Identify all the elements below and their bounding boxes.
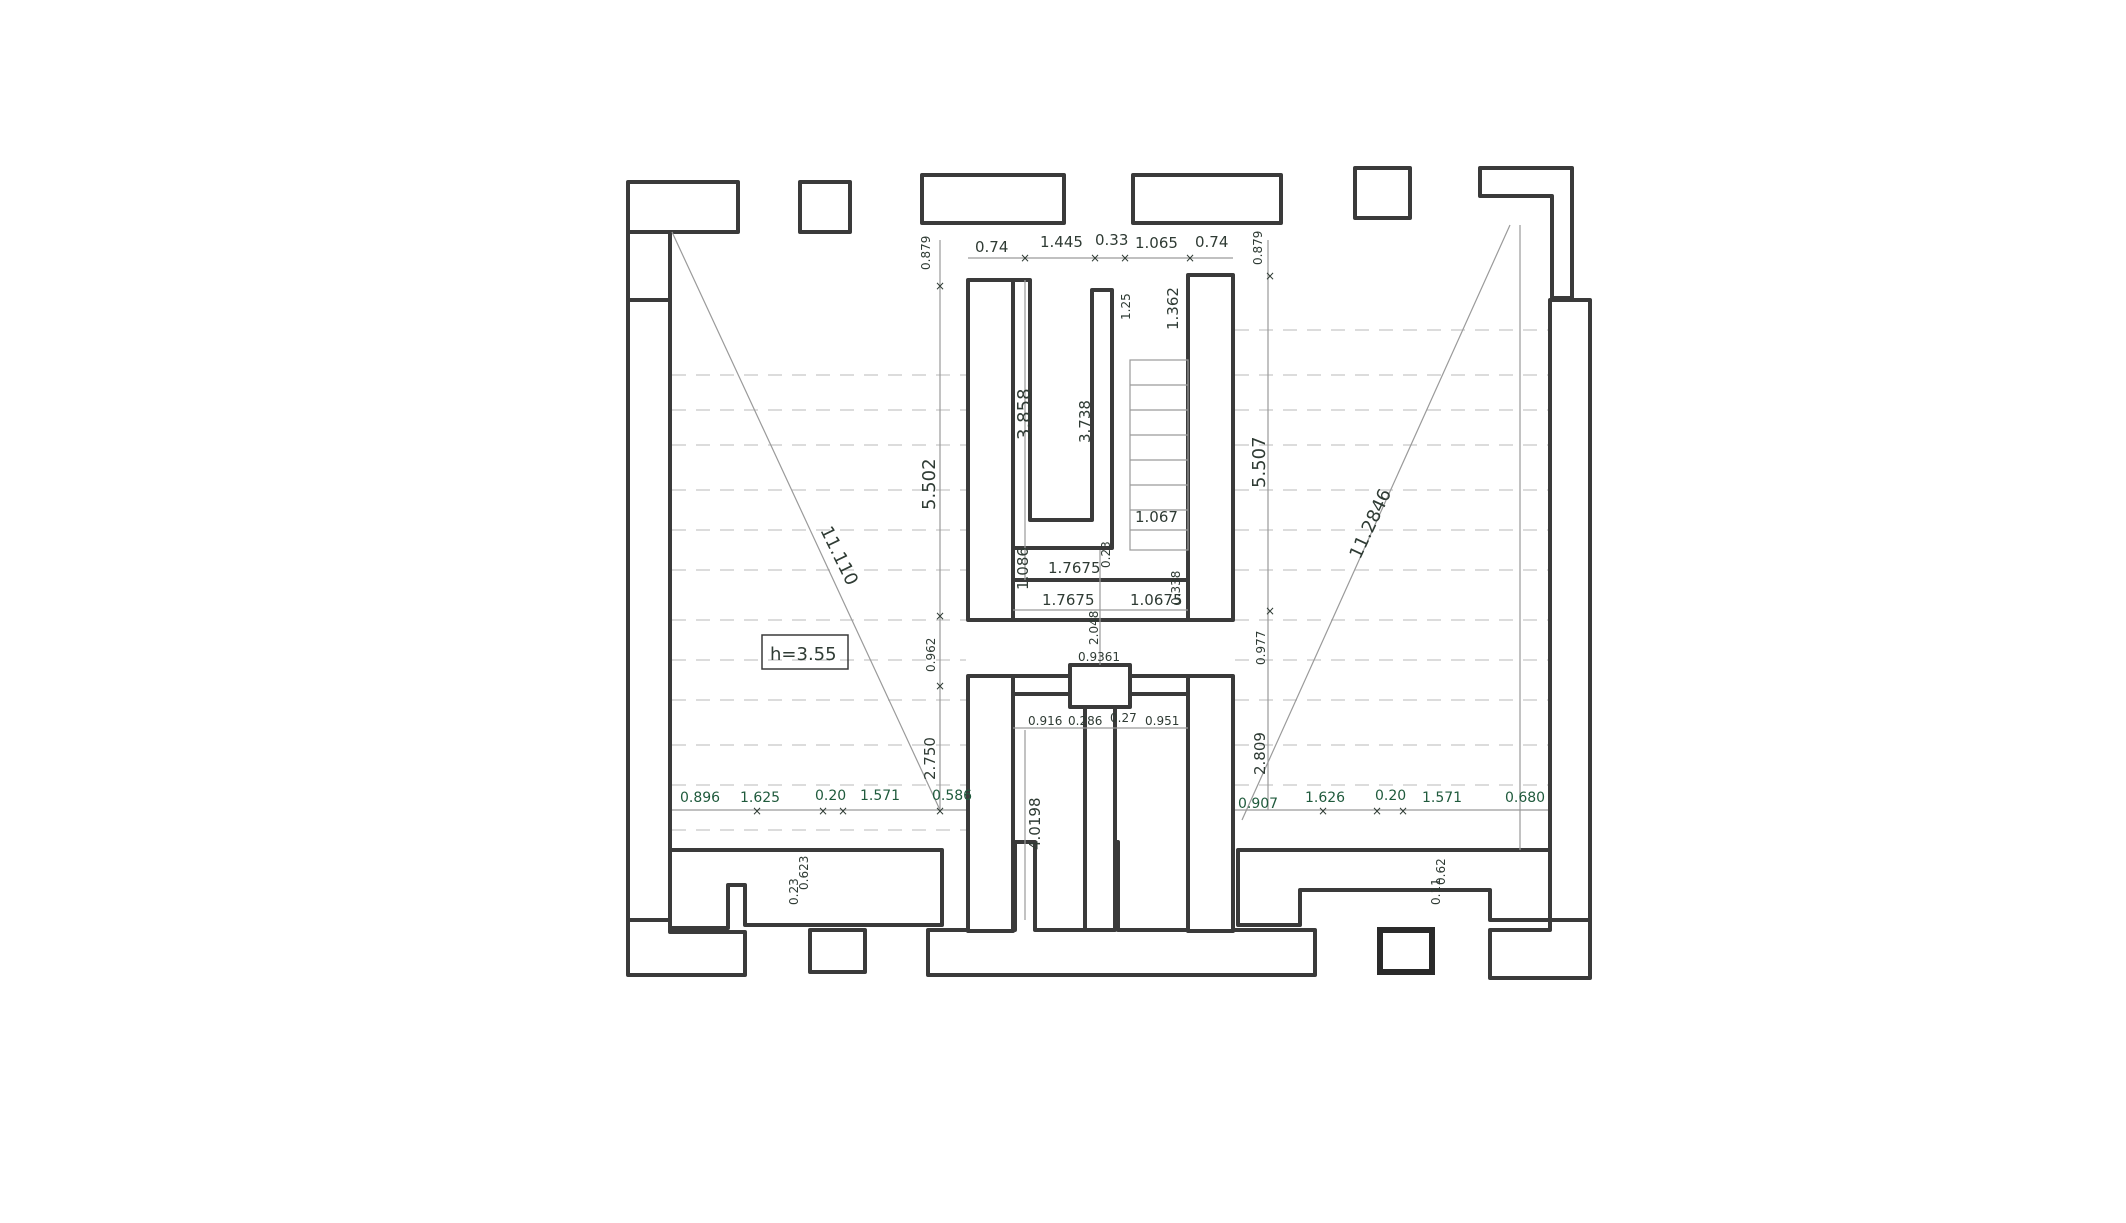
height-label: h=3.55: [770, 644, 837, 665]
core-column: [1068, 663, 1132, 709]
wall-corner-top-right: [1478, 166, 1574, 300]
dim-top-side-left: 0.879: [919, 236, 933, 270]
svg-text:×: ×: [752, 804, 762, 818]
dim-bottom-right-5: 0.680: [1505, 790, 1545, 806]
svg-text:×: ×: [935, 609, 945, 623]
diagonal-right: [1241, 224, 1511, 821]
window-sill-right: [1236, 848, 1552, 927]
window-sill-left: [668, 848, 944, 930]
column-top-left: [798, 180, 852, 234]
dim-top-2: 1.445: [1040, 233, 1083, 251]
svg-text:×: ×: [1020, 251, 1030, 265]
dim-core-10675: 1.0675: [1130, 591, 1183, 609]
dim-top-side-right: 0.879: [1251, 231, 1265, 265]
dim-bottom-right-2: 1.626: [1305, 790, 1345, 806]
wall-block-top-left: [626, 180, 740, 234]
dim-core-023: 0.23: [1099, 541, 1113, 568]
wall-stub-top-left: [626, 230, 672, 304]
dim-lower-core-3: 0.27: [1110, 711, 1137, 725]
dim-bottom-left-2: 1.625: [740, 790, 780, 806]
dimension-ticks: × × × × × × × × × × × × × × × ×: [752, 251, 1408, 818]
dim-window-left-2: 0.23: [787, 878, 801, 905]
svg-text:×: ×: [1265, 604, 1275, 618]
dim-core-3738: 3.738: [1076, 400, 1094, 443]
wall-block-top-center-right: [1131, 173, 1283, 225]
stair-flight: [1129, 359, 1189, 551]
dim-bottom-right-4: 1.571: [1422, 790, 1462, 806]
dim-core-1362: 1.362: [1164, 287, 1182, 330]
dim-core-3858: 3.858: [1014, 388, 1035, 440]
diagonal-left: [671, 231, 941, 811]
dim-lower-core-1: 0.916: [1028, 714, 1062, 728]
svg-text:×: ×: [1265, 269, 1275, 283]
core-wall-right-upper: [1186, 273, 1235, 622]
dim-bottom-right-3: 0.20: [1375, 788, 1406, 804]
dim-bottom-left-3: 0.20: [815, 788, 846, 804]
svg-text:×: ×: [818, 804, 828, 818]
core-slot-lower: [1083, 705, 1117, 932]
height-label-box: [761, 634, 849, 670]
svg-text:×: ×: [1318, 804, 1328, 818]
svg-text:×: ×: [935, 804, 945, 818]
dim-window-right-1: 0.62: [1434, 858, 1448, 885]
dim-left-mid: 0.962: [924, 638, 938, 672]
dim-window-left-1: 0.623: [797, 856, 811, 890]
floor-dashes-right: [1235, 329, 1548, 786]
wall-right: [1548, 298, 1592, 922]
core-wall-right-lower: [1186, 674, 1235, 933]
wall-block-top-center-left: [920, 173, 1066, 225]
dim-core-1086: 1.086: [1014, 547, 1032, 590]
dim-bottom-left-4: 1.571: [860, 788, 900, 804]
dim-core-17675b: 1.7675: [1042, 591, 1095, 609]
core-shaft-inner: [1011, 278, 1114, 550]
dim-core-125: 1.25: [1119, 293, 1133, 320]
dim-top-3: 0.33: [1095, 231, 1128, 249]
dim-top-5: 0.74: [1195, 233, 1228, 251]
dim-left-vertical: 5.502: [919, 458, 940, 510]
dim-core-1067: 1.067: [1135, 508, 1178, 526]
dim-bottom-left-1: 0.896: [680, 790, 720, 806]
dim-right-lower-vertical: 2.809: [1251, 732, 1269, 775]
floor-dashes-left: [672, 374, 966, 831]
dim-right-vertical: 5.507: [1249, 436, 1270, 488]
core-wall-left-upper: [966, 278, 1015, 622]
wall-corner-bottom-right: [1488, 918, 1592, 980]
dim-bottom-left-5: 0.586: [932, 788, 972, 804]
dim-right-mid: 0.977: [1254, 631, 1268, 665]
dim-bottom-right-1: 0.907: [1238, 796, 1278, 812]
stair-treads: [1130, 384, 1188, 531]
dim-top-4: 1.065: [1135, 234, 1178, 252]
svg-text:×: ×: [1120, 251, 1130, 265]
dim-lower-core-4: 0.951: [1145, 714, 1179, 728]
dim-right-diagonal: 11.2846: [1345, 486, 1395, 562]
svg-text:×: ×: [935, 679, 945, 693]
dim-core-09361: 0.9361: [1078, 650, 1120, 664]
dim-core-2048: 2.048: [1087, 611, 1101, 645]
column-top-right: [1353, 166, 1412, 220]
dim-top-1: 0.74: [975, 238, 1008, 256]
dim-window-right-2: 0.11: [1429, 878, 1443, 905]
dim-core-0338: 0.338: [1169, 571, 1183, 605]
svg-text:×: ×: [1372, 804, 1382, 818]
dim-lower-core-2: 0.286: [1068, 714, 1102, 728]
svg-text:×: ×: [1398, 804, 1408, 818]
wall-left: [626, 298, 672, 922]
column-bottom-left: [808, 928, 867, 974]
svg-text:×: ×: [838, 804, 848, 818]
dim-left-lower-vertical: 2.750: [921, 737, 939, 780]
svg-text:×: ×: [935, 279, 945, 293]
svg-text:×: ×: [1090, 251, 1100, 265]
dim-lower-core-vertical: 4.0198: [1026, 798, 1044, 851]
column-bottom-right: [1377, 927, 1435, 975]
svg-text:×: ×: [1185, 251, 1195, 265]
dim-core-17675a: 1.7675: [1048, 559, 1101, 577]
core-wall-left-lower: [966, 674, 1015, 933]
